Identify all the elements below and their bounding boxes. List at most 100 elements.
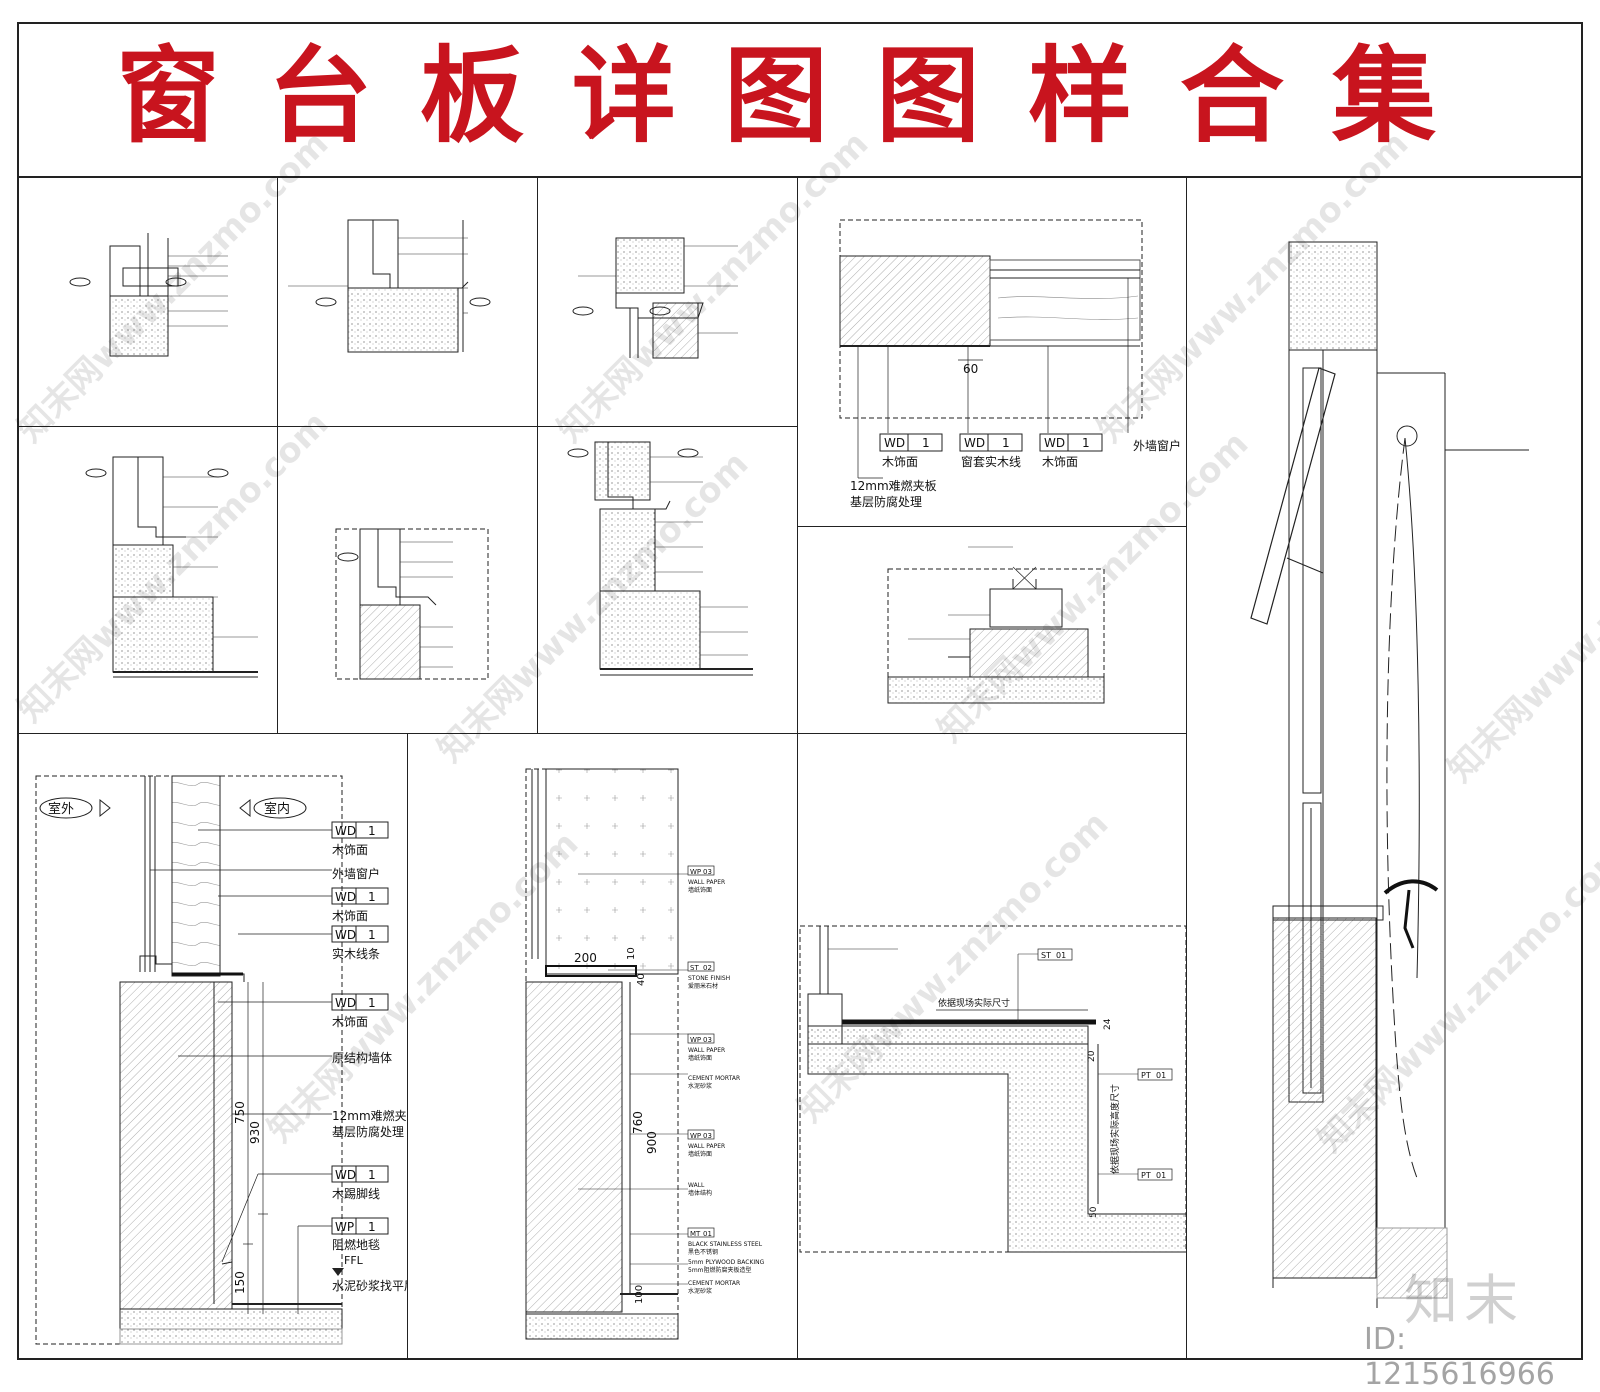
window-elevation-drawing bbox=[1250, 241, 1529, 1308]
plywood-en: 5mm PLYWOOD BACKING bbox=[688, 1259, 765, 1266]
plan-tag-3: WD 1 木饰面 bbox=[1039, 433, 1103, 469]
plywood-cn: 5mm阻燃防腐夹板造型 bbox=[688, 1266, 752, 1274]
svg-text:ST: ST bbox=[1041, 951, 1051, 960]
section-tag-1: WD 1 木饰面 bbox=[331, 821, 389, 857]
detail-cell-5 bbox=[277, 426, 538, 734]
detail-cell-window-elevation bbox=[1186, 177, 1583, 1360]
svg-text:WD: WD bbox=[335, 928, 356, 942]
sill-tag-top: ST 01 bbox=[1037, 948, 1073, 961]
svg-text:01: 01 bbox=[703, 1230, 712, 1238]
dim-930: 930 bbox=[248, 1121, 262, 1144]
detail-drawing-6 bbox=[567, 441, 753, 676]
large-section-drawing: 750 930 150 室外 室内 WD 1 木饰面 bbox=[35, 775, 408, 1345]
section-tag-6: WP 1 阻燃地毯 bbox=[331, 1217, 389, 1252]
plan-dim-60: 60 bbox=[963, 362, 978, 376]
stone-tag-2: ST 02 STONE FINISH 爱丽米石材 bbox=[687, 961, 730, 990]
detail-cell-1 bbox=[17, 177, 278, 427]
plan-window-label: 外墙窗户 bbox=[1133, 438, 1181, 453]
svg-text:03: 03 bbox=[703, 1132, 712, 1140]
svg-text:木饰面: 木饰面 bbox=[332, 843, 368, 857]
section-board-label-2: 基层防腐处理 bbox=[332, 1124, 404, 1139]
svg-text:1: 1 bbox=[368, 928, 376, 942]
svg-text:窗套实木线: 窗套实木线 bbox=[961, 454, 1021, 469]
section-wall-label: 原结构墙体 bbox=[332, 1050, 392, 1065]
section-tag-2: WD 1 木饰面 bbox=[331, 887, 389, 923]
svg-text:MT: MT bbox=[690, 1230, 701, 1238]
detail-cell-sill-enlarged: 依据现场实际尺寸 依据现场实际高度尺寸 24 20 50 ST 01 PT 01… bbox=[797, 733, 1187, 1360]
svg-text:WD: WD bbox=[335, 824, 356, 838]
dim-50: 50 bbox=[1089, 1206, 1099, 1218]
detail-cell-sill bbox=[797, 526, 1187, 734]
mortar-en: CEMENT MORTAR bbox=[688, 1075, 740, 1082]
svg-text:1: 1 bbox=[922, 436, 930, 450]
dim-24: 24 bbox=[1103, 1018, 1113, 1030]
svg-text:ST: ST bbox=[690, 964, 699, 972]
detail-cell-large-section: 750 930 150 室外 室内 WD 1 木饰面 bbox=[17, 733, 408, 1360]
sill-enlarged-drawing: 依据现场实际尺寸 依据现场实际高度尺寸 24 20 50 ST 01 PT 01… bbox=[799, 925, 1186, 1253]
svg-text:03: 03 bbox=[703, 868, 712, 876]
dim-100: 100 bbox=[634, 1285, 645, 1304]
ffl-label: FFL bbox=[344, 1254, 364, 1267]
svg-text:木踢脚线: 木踢脚线 bbox=[332, 1186, 380, 1201]
svg-text:室内: 室内 bbox=[264, 801, 290, 817]
floor-label: 水泥砂浆找平层 bbox=[332, 1278, 408, 1293]
dim-10: 10 bbox=[626, 947, 637, 960]
svg-text:WP: WP bbox=[690, 1132, 701, 1140]
svg-text:BLACK STAINLESS STEEL: BLACK STAINLESS STEEL bbox=[688, 1241, 763, 1248]
stone-tag-1: WP 03 WALL PAPER 墙纸饰面 bbox=[687, 865, 725, 894]
dim-200: 200 bbox=[574, 951, 597, 965]
detail-drawing-2 bbox=[288, 219, 491, 353]
plan-tag-2: WD 1 窗套实木线 bbox=[959, 433, 1023, 469]
detail-cell-plan-section: 60 WD 1 木饰面 WD 1 窗套实木线 WD 1 木饰面 外墙窗户 12m… bbox=[797, 177, 1187, 527]
dim-760: 760 bbox=[631, 1111, 645, 1134]
svg-text:WP: WP bbox=[690, 1036, 701, 1044]
svg-text:01: 01 bbox=[1056, 951, 1066, 960]
stone-tag-3: WP 03 WALL PAPER 墙纸饰面 bbox=[687, 1033, 725, 1062]
stone-tag-5: MT 01 BLACK STAINLESS STEEL 黑色不锈钢 bbox=[687, 1227, 763, 1256]
detail-drawing-3 bbox=[572, 237, 738, 359]
svg-text:WD: WD bbox=[964, 436, 985, 450]
svg-text:PT: PT bbox=[1141, 1071, 1151, 1080]
svg-text:1: 1 bbox=[1002, 436, 1010, 450]
svg-text:实木线条: 实木线条 bbox=[332, 946, 380, 961]
detail-cell-2 bbox=[277, 177, 538, 427]
sill-tag-mid: PT 01 bbox=[1137, 1068, 1173, 1081]
svg-text:WP: WP bbox=[335, 1220, 354, 1234]
svg-text:WP: WP bbox=[690, 868, 701, 876]
svg-text:阻燃地毯: 阻燃地毯 bbox=[332, 1237, 380, 1252]
svg-text:WD: WD bbox=[335, 890, 356, 904]
svg-text:墙纸饰面: 墙纸饰面 bbox=[688, 1150, 712, 1158]
svg-text:WD: WD bbox=[335, 996, 356, 1010]
inside-room-tag: 室内 bbox=[239, 797, 307, 819]
sill-section-drawing bbox=[887, 546, 1105, 704]
svg-text:1: 1 bbox=[368, 996, 376, 1010]
detail-drawing-5 bbox=[335, 528, 489, 680]
svg-text:01: 01 bbox=[1156, 1071, 1166, 1080]
svg-text:03: 03 bbox=[703, 1036, 712, 1044]
mortar-cn-2: 水泥砂浆 bbox=[688, 1287, 712, 1295]
svg-text:爱丽米石材: 爱丽米石材 bbox=[688, 982, 718, 990]
dim-40: 40 bbox=[636, 973, 647, 986]
detail-cell-4 bbox=[17, 426, 278, 734]
section-board-label-1: 12mm难燃夹板 bbox=[332, 1108, 408, 1123]
svg-text:WD: WD bbox=[335, 1168, 356, 1182]
detail-cell-3 bbox=[537, 177, 798, 427]
section-tag-4: WD 1 木饰面 bbox=[331, 993, 389, 1029]
svg-text:WALL PAPER: WALL PAPER bbox=[688, 1143, 725, 1150]
mortar-cn: 水泥砂浆 bbox=[688, 1082, 712, 1090]
mortar-en-2: CEMENT MORTAR bbox=[688, 1280, 740, 1287]
svg-text:STONE FINISH: STONE FINISH bbox=[688, 975, 730, 982]
plan-section-drawing: 60 WD 1 木饰面 WD 1 窗套实木线 WD 1 木饰面 外墙窗户 12m… bbox=[839, 219, 1181, 509]
plan-tag-1: WD 1 木饰面 bbox=[879, 433, 943, 469]
title-band: 窗台板详图图样合集 bbox=[17, 22, 1583, 178]
svg-text:1: 1 bbox=[368, 1220, 376, 1234]
svg-text:1: 1 bbox=[368, 1168, 376, 1182]
svg-text:WALL PAPER: WALL PAPER bbox=[688, 1047, 725, 1054]
section-window-label: 外墙窗户 bbox=[332, 866, 380, 881]
section-tag-5: WD 1 木踢脚线 bbox=[331, 1165, 389, 1201]
site-height-label: 依据现场实际高度尺寸 bbox=[1109, 1084, 1121, 1174]
detail-cell-6 bbox=[537, 426, 798, 734]
page-title: 窗台板详图图样合集 bbox=[115, 35, 1484, 157]
plan-board-label-2: 基层防腐处理 bbox=[850, 494, 922, 509]
svg-text:木饰面: 木饰面 bbox=[1042, 455, 1078, 469]
